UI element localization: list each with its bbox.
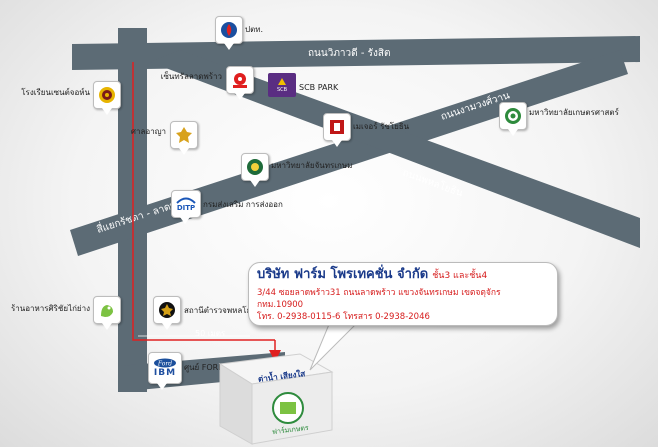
chicken-icon bbox=[101, 305, 113, 317]
label-scb-park: SCB PARK bbox=[299, 83, 339, 92]
marker-major[interactable] bbox=[323, 113, 351, 147]
marker-police[interactable] bbox=[153, 296, 181, 330]
label-central: เซ็นทรัลลาดพร้าว bbox=[160, 72, 222, 81]
ford-icon: Ford bbox=[154, 358, 176, 367]
label-ditp: กรมส่งเสริม การส่งออก bbox=[203, 200, 283, 209]
label-chandrakasem: มหาวิทยาลัยจันทรเกษม bbox=[271, 161, 353, 170]
marker-court[interactable] bbox=[170, 121, 198, 155]
label-restaurant: ร้านอาหารศิริชัยไก่ย่าง bbox=[10, 304, 90, 313]
distance-label: 50 เมตร bbox=[195, 329, 226, 338]
chandrakasem-emblem-icon bbox=[247, 159, 263, 175]
company-info-callout: บริษัท ฟาร์ม โพรเทคชั่น จำกัดชั้น3 และชั… bbox=[248, 262, 558, 326]
marker-restaurant[interactable] bbox=[93, 296, 121, 330]
road-ladprao bbox=[70, 50, 628, 256]
label-major: เมเจอร์ รัชโยธิน bbox=[353, 122, 410, 131]
ditp-logo-text: DITP bbox=[176, 204, 196, 212]
company-address: 3/44 ซอยลาดพร้าว31 ถนนลาดพร้าว แขวงจันทร… bbox=[257, 288, 501, 310]
svg-text:Ford: Ford bbox=[157, 360, 172, 367]
company-box[interactable] bbox=[210, 350, 340, 447]
scb-logo: SCB bbox=[268, 73, 296, 97]
label-school: โรงเรียนเซนต์จอห์น bbox=[21, 88, 90, 97]
road-vibhavadi bbox=[72, 36, 640, 70]
label-ptt: ปตท. bbox=[245, 25, 264, 34]
scb-icon bbox=[278, 78, 286, 85]
ptt-icon bbox=[221, 22, 237, 38]
company-name-row: บริษัท ฟาร์ม โพรเทคชั่น จำกัดชั้น3 และชั… bbox=[257, 267, 549, 284]
marker-ford-ibm[interactable]: Ford IBM bbox=[148, 352, 182, 390]
label-police: สถานีตำรวจพหลโยธิน bbox=[184, 306, 262, 315]
road-label-vibhavadi: ถนนวิภาวดี - รังสิต bbox=[308, 47, 390, 59]
route-line bbox=[132, 62, 275, 341]
callout-tail bbox=[309, 322, 359, 371]
marker-school[interactable] bbox=[93, 81, 121, 115]
court-emblem-icon bbox=[176, 127, 192, 143]
marker-kasetsart[interactable] bbox=[499, 102, 527, 136]
kasetsart-emblem-icon bbox=[505, 108, 521, 124]
major-cineplex-icon bbox=[330, 120, 344, 134]
label-ford: ศูนย์ FORD bbox=[184, 363, 225, 372]
label-court: ศาลอาญา bbox=[130, 127, 166, 136]
central-icon bbox=[233, 73, 247, 88]
label-kasetsart: มหาวิทยาลัยเกษตรศาสตร์ bbox=[529, 108, 619, 117]
marker-central[interactable] bbox=[226, 66, 254, 100]
ditp-icon: DITP bbox=[176, 196, 196, 212]
marker-ditp[interactable]: DITP bbox=[171, 190, 201, 224]
company-floors: ชั้น3 และชั้น4 bbox=[432, 271, 488, 281]
ibm-logo-text: IBM bbox=[153, 367, 177, 378]
school-crest-icon bbox=[99, 87, 115, 103]
road-phahon bbox=[150, 50, 640, 248]
scb-logo-text: SCB bbox=[276, 87, 288, 93]
marker-chandrakasem[interactable] bbox=[241, 153, 269, 187]
marker-ptt[interactable] bbox=[215, 16, 243, 50]
police-badge-icon bbox=[159, 302, 175, 318]
company-name: บริษัท ฟาร์ม โพรเทคชั่น จำกัด bbox=[257, 267, 429, 282]
company-phone: โทร. 0-2938-0115-6 โทรสาร 0-2938-2046 bbox=[257, 312, 430, 322]
